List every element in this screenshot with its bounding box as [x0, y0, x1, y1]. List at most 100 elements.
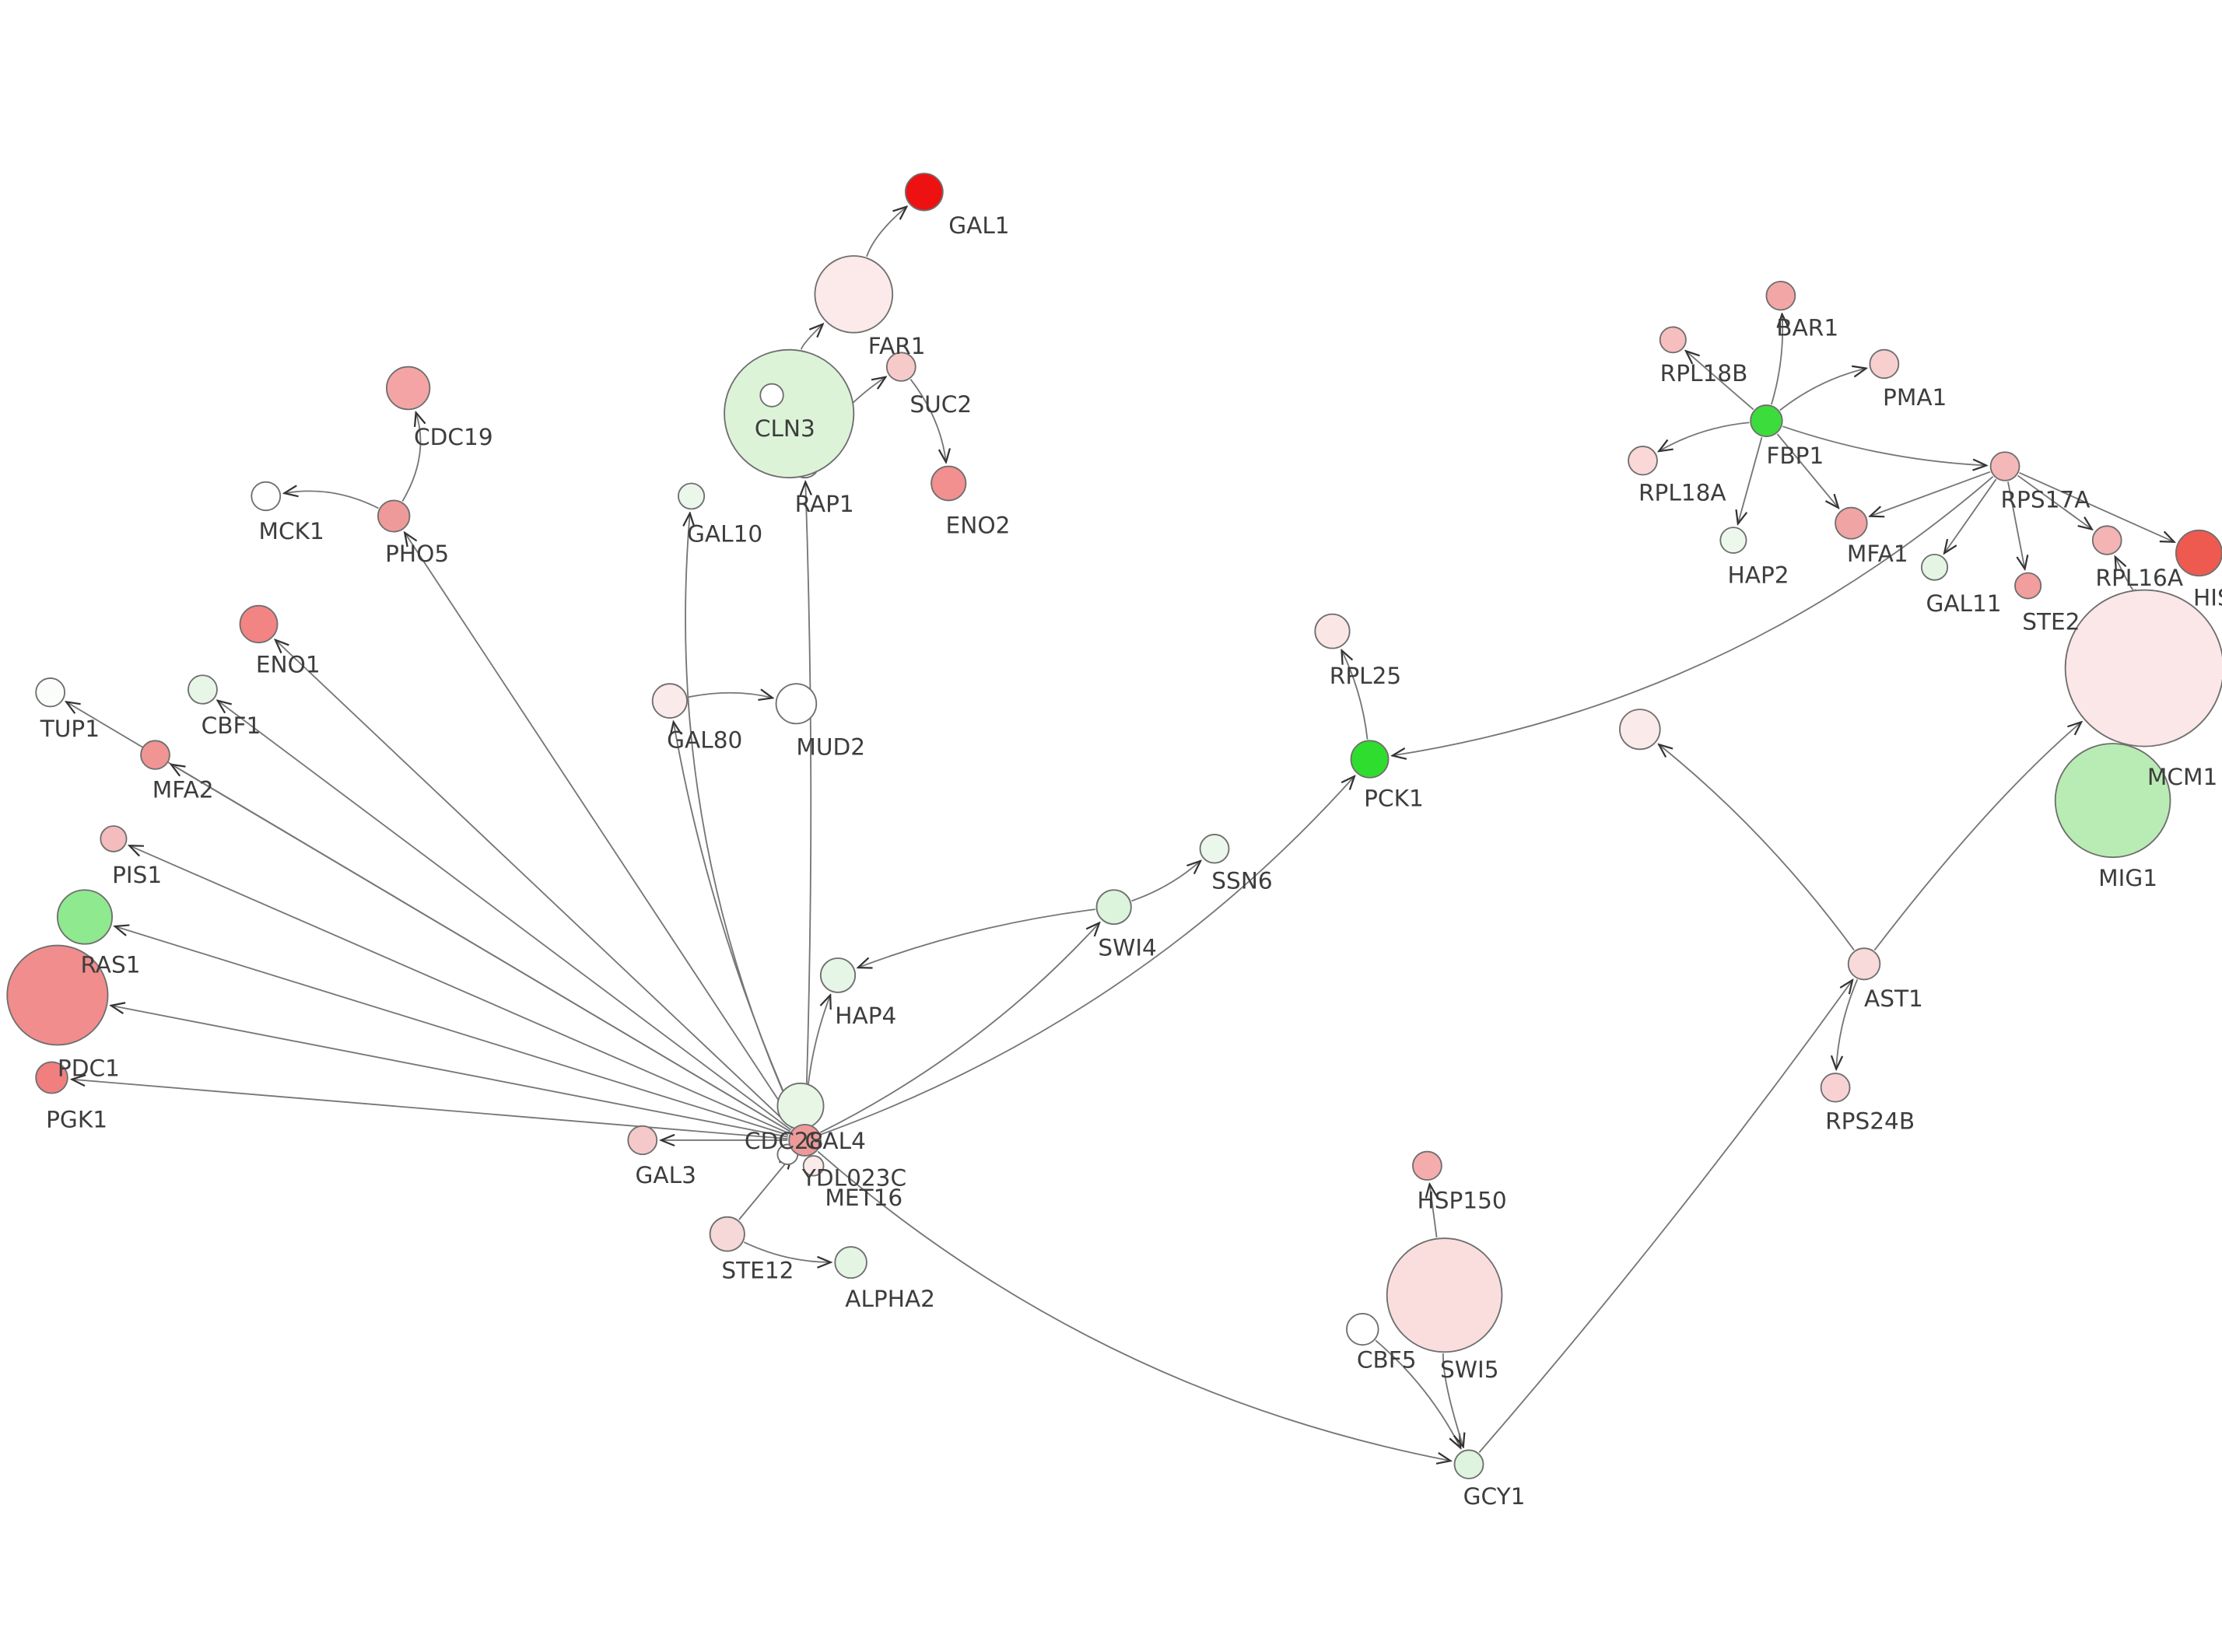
- edge-CLN3-FAR1[interactable]: [800, 324, 823, 350]
- node-RPL18A[interactable]: [1628, 446, 1658, 476]
- node-SWI4[interactable]: [1095, 889, 1132, 926]
- node-PGK1[interactable]: [35, 1061, 68, 1094]
- node-CDC28[interactable]: [776, 1082, 825, 1130]
- node-MET16[interactable]: [802, 1155, 825, 1177]
- edge-RPS17A-MFA1[interactable]: [1870, 471, 1991, 516]
- node-PMA1[interactable]: [1869, 348, 1900, 380]
- edge-GAL4-ENO1[interactable]: [275, 640, 794, 1129]
- node-CBF5[interactable]: [1346, 1313, 1379, 1346]
- node-RPL25[interactable]: [1314, 613, 1351, 649]
- edge-GAL4-RAS1[interactable]: [115, 926, 789, 1136]
- edge-GAL4-PHO5[interactable]: [405, 533, 797, 1126]
- node-GAL10[interactable]: [678, 482, 706, 510]
- edge-SWI5-GCY1[interactable]: [1442, 1353, 1463, 1447]
- node-SWI5[interactable]: [1386, 1237, 1503, 1353]
- node-MCM1[interactable]: [2064, 589, 2222, 747]
- node-HAP2[interactable]: [1719, 527, 1747, 554]
- node-BAR1[interactable]: [1765, 281, 1796, 311]
- edge-CBF5-GCY1[interactable]: [1375, 1339, 1460, 1447]
- node-RPS24B[interactable]: [1820, 1073, 1851, 1103]
- edge-GAL80-MUD2[interactable]: [688, 693, 773, 698]
- node-PDC1[interactable]: [6, 944, 109, 1046]
- node-SSN6[interactable]: [1199, 834, 1230, 864]
- node-CBF1[interactable]: [188, 674, 218, 705]
- node-MIG1[interactable]: [2054, 743, 2171, 859]
- node-ALPHA2[interactable]: [834, 1246, 867, 1279]
- node-FBP1[interactable]: [1750, 404, 1783, 438]
- edge-FBP1-BAR1[interactable]: [1770, 314, 1782, 405]
- edge-SWI4-SSN6[interactable]: [1131, 861, 1200, 902]
- edge-AST1-NODE2[interactable]: [1659, 744, 1855, 951]
- node-CDC19[interactable]: [386, 366, 431, 411]
- edge-FBP1-RPL18A[interactable]: [1659, 422, 1750, 451]
- node-label-CBF5: CBF5: [1357, 1347, 1417, 1374]
- edge-AST1-MCM1[interactable]: [1873, 722, 2081, 951]
- edge-RPS17A-STE2[interactable]: [2007, 481, 2025, 569]
- edge-PHO5-MCK1[interactable]: [284, 491, 379, 509]
- node-GAL3[interactable]: [627, 1125, 658, 1156]
- edge-GAL4-GAL10[interactable]: [685, 513, 799, 1125]
- edge-PHO5-CDC19[interactable]: [401, 412, 420, 502]
- edge-GCY1-AST1[interactable]: [1478, 980, 1852, 1453]
- node-HSP150[interactable]: [1412, 1150, 1442, 1181]
- node-MCK1[interactable]: [251, 481, 282, 512]
- node-RPL18B[interactable]: [1659, 326, 1687, 354]
- edge-PCK1-RPL25[interactable]: [1341, 650, 1369, 740]
- node-GCY1[interactable]: [1453, 1449, 1484, 1479]
- node-MUD2[interactable]: [775, 683, 818, 725]
- node-NODE1[interactable]: [759, 383, 784, 408]
- node-ENO2[interactable]: [931, 465, 967, 502]
- edge-GAL4-RAP1[interactable]: [805, 482, 811, 1124]
- node-TUP1[interactable]: [35, 677, 66, 708]
- edge-FBP1-MFA1[interactable]: [1776, 433, 1838, 508]
- node-GAL11[interactable]: [1920, 553, 1949, 581]
- node-STE12[interactable]: [709, 1216, 745, 1252]
- edge-FBP1-HAP2[interactable]: [1738, 437, 1763, 523]
- edge-FAR1-GAL1[interactable]: [866, 207, 906, 257]
- edge-GAL4-MFA2[interactable]: [171, 765, 790, 1132]
- edge-SWI4-HAP4[interactable]: [858, 908, 1095, 968]
- edge-GAL4-GAL80[interactable]: [674, 722, 799, 1125]
- edge-GAL4-SWI4[interactable]: [819, 922, 1099, 1133]
- edge-GAL4-GCY1[interactable]: [817, 1150, 1450, 1461]
- node-MFA1[interactable]: [1835, 506, 1868, 540]
- node-FAR1[interactable]: [814, 255, 894, 334]
- node-GAL80[interactable]: [651, 683, 688, 719]
- edge-RPS17A-PCK1[interactable]: [1393, 476, 1994, 756]
- node-HIS4[interactable]: [2175, 529, 2222, 577]
- node-SUC2[interactable]: [885, 352, 916, 382]
- node-GAL4[interactable]: [788, 1123, 822, 1157]
- node-GAL1[interactable]: [904, 173, 944, 212]
- node-MFA2[interactable]: [140, 740, 170, 770]
- node-PHO5[interactable]: [377, 499, 411, 533]
- edge-FBP1-RPL18B[interactable]: [1686, 351, 1754, 411]
- edge-GAL4-CBF1[interactable]: [218, 701, 792, 1131]
- edge-SUC2-ENO2[interactable]: [909, 379, 945, 463]
- edge-STE12-ALPHA2[interactable]: [743, 1241, 830, 1262]
- edge-SWI5-HSP150[interactable]: [1430, 1184, 1437, 1238]
- node-RPL16A[interactable]: [2091, 525, 2122, 555]
- node-AST1[interactable]: [1847, 947, 1881, 981]
- edge-GAL4-PIS1[interactable]: [129, 845, 790, 1135]
- node-STE2[interactable]: [2014, 572, 2042, 600]
- edge-RPS17A-RPL16A[interactable]: [2017, 474, 2091, 529]
- edge-GAL4-PDC1[interactable]: [111, 1006, 788, 1138]
- edge-AST1-RPS24B[interactable]: [1836, 979, 1859, 1069]
- node-CLN3[interactable]: [724, 348, 855, 479]
- node-RAS1[interactable]: [56, 889, 114, 945]
- node-NODE2[interactable]: [1619, 709, 1661, 751]
- edge-RPS17A-GAL11[interactable]: [1944, 478, 1997, 553]
- node-RPS17A[interactable]: [1989, 451, 2020, 481]
- edge-STE12-GAL4[interactable]: [738, 1156, 792, 1220]
- node-ENO1[interactable]: [239, 604, 279, 644]
- node-label-RPL18A: RPL18A: [1638, 480, 1726, 506]
- edge-FBP1-RPS17A[interactable]: [1782, 425, 1986, 465]
- edge-RPS17A-HIS4[interactable]: [2019, 471, 2175, 542]
- edge-GAL4-PCK1[interactable]: [821, 776, 1355, 1136]
- edge-FBP1-PMA1[interactable]: [1779, 369, 1866, 411]
- node-PCK1[interactable]: [1350, 740, 1390, 779]
- edge-GAL4-PGK1[interactable]: [72, 1080, 788, 1140]
- node-HAP4[interactable]: [819, 957, 857, 993]
- node-PIS1[interactable]: [100, 825, 128, 852]
